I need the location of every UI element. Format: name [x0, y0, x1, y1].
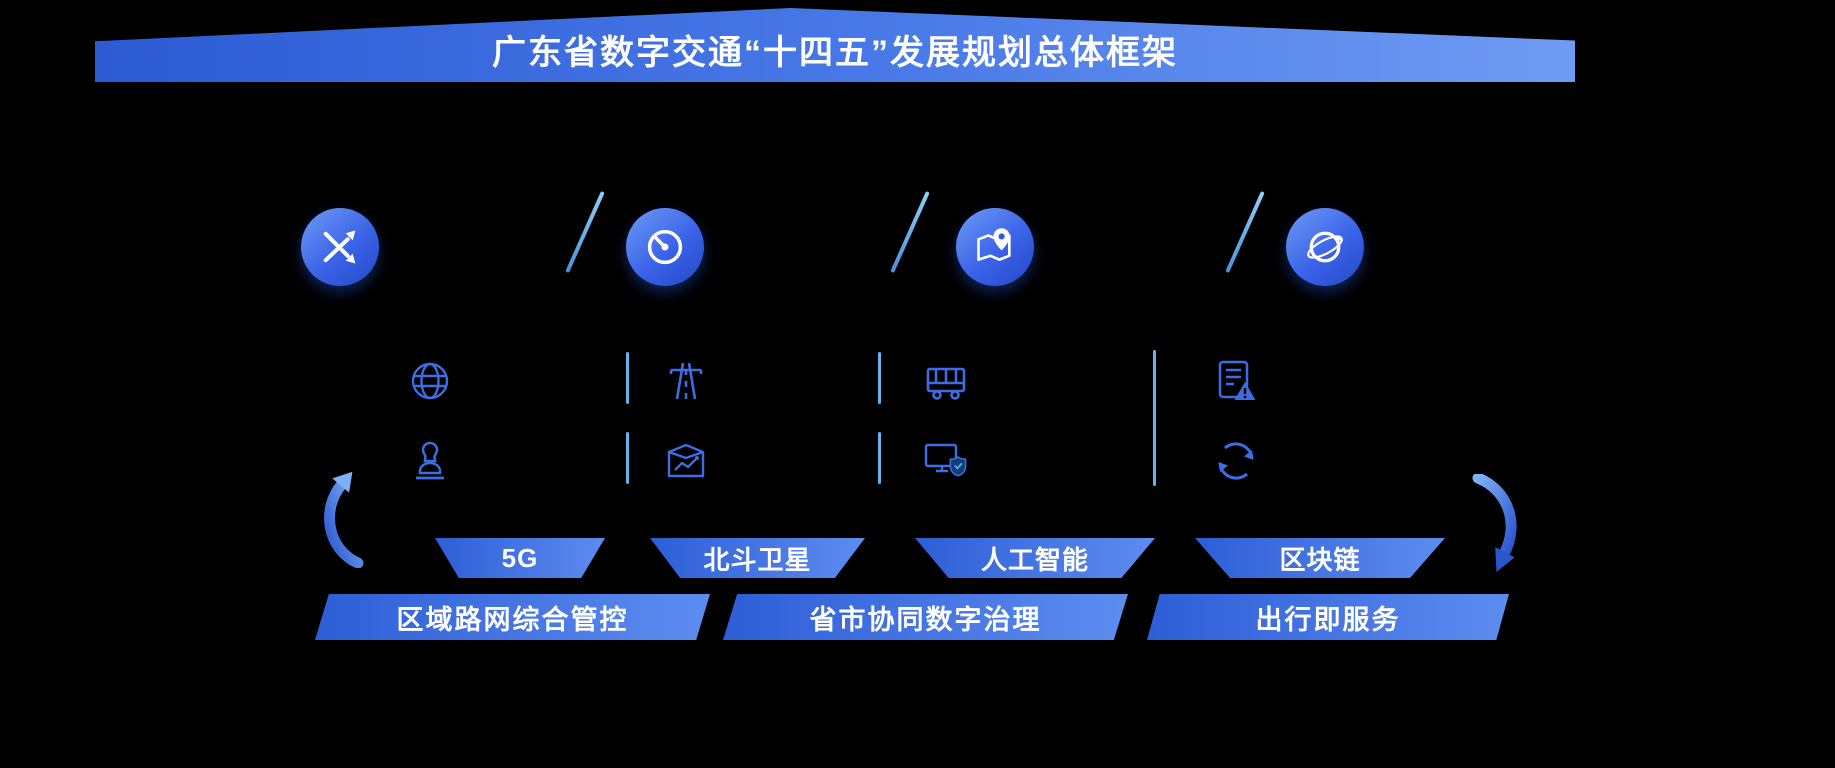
- document-alert-icon: [1218, 360, 1256, 400]
- map-pin-icon: [977, 228, 1011, 261]
- goal-label: 区域路网综合管控: [396, 604, 629, 635]
- capability-icon: [1212, 437, 1260, 485]
- crossing-arrows-icon: [323, 230, 356, 264]
- banner: 广东省数字交通“十四五”发展规划总体框架: [95, 8, 1575, 82]
- separator-slash: [565, 190, 605, 274]
- tech-tag-label: 5G: [501, 542, 539, 573]
- goal-bar-maas: 出行即服务: [1147, 594, 1509, 640]
- tech-tag-label: 北斗卫星: [703, 544, 812, 575]
- tech-tag-5g: 5G: [435, 538, 605, 578]
- divider-line: [626, 352, 629, 404]
- divider-line: [626, 432, 629, 484]
- pillar-circle: [1286, 208, 1364, 286]
- separator-slash: [1225, 190, 1265, 274]
- page-title: 广东省数字交通“十四五”发展规划总体框架: [492, 34, 1178, 72]
- capability-icon: [662, 357, 710, 405]
- globe-wireframe-icon: [411, 362, 449, 400]
- highway-icon: [669, 362, 703, 400]
- pillar-circle: [626, 208, 704, 286]
- tech-tag-label: 区块链: [1279, 544, 1361, 575]
- bus-icon: [926, 367, 966, 400]
- divider-line: [878, 432, 881, 484]
- goal-label: 省市协同数字治理: [809, 604, 1042, 635]
- capability-icon: [922, 437, 970, 485]
- tech-tag-label: 人工智能: [980, 544, 1089, 575]
- capability-icon: [1212, 357, 1260, 405]
- curved-arrow-down-icon: [1472, 474, 1517, 572]
- divider-line: [878, 352, 881, 404]
- tech-tag-ai: 人工智能: [915, 538, 1155, 578]
- tech-tag-blockchain: 区块链: [1195, 538, 1445, 578]
- monitor-shield-icon: [924, 443, 967, 477]
- separator-slash: [890, 190, 930, 274]
- capability-icon: [922, 357, 970, 405]
- divider-line: [1153, 350, 1156, 486]
- box-chart-icon: [667, 443, 705, 478]
- gauge-icon: [647, 229, 683, 265]
- tech-tag-beidou: 北斗卫星: [650, 538, 865, 578]
- globe-orbit-icon: [1307, 231, 1343, 263]
- goal-label: 出行即服务: [1255, 604, 1401, 635]
- capability-icon: [406, 357, 454, 405]
- capability-icon: [406, 437, 454, 485]
- stamp-icon: [416, 441, 444, 480]
- pillar-circle: [956, 208, 1034, 286]
- cycle-arrows-icon: [1218, 442, 1254, 480]
- goal-bar-digital-governance: 省市协同数字治理: [723, 594, 1128, 640]
- curved-arrow-up-icon: [324, 471, 364, 568]
- capability-icon: [662, 437, 710, 485]
- goal-bar-road-network: 区域路网综合管控: [315, 594, 710, 640]
- pillar-circle: [301, 208, 379, 286]
